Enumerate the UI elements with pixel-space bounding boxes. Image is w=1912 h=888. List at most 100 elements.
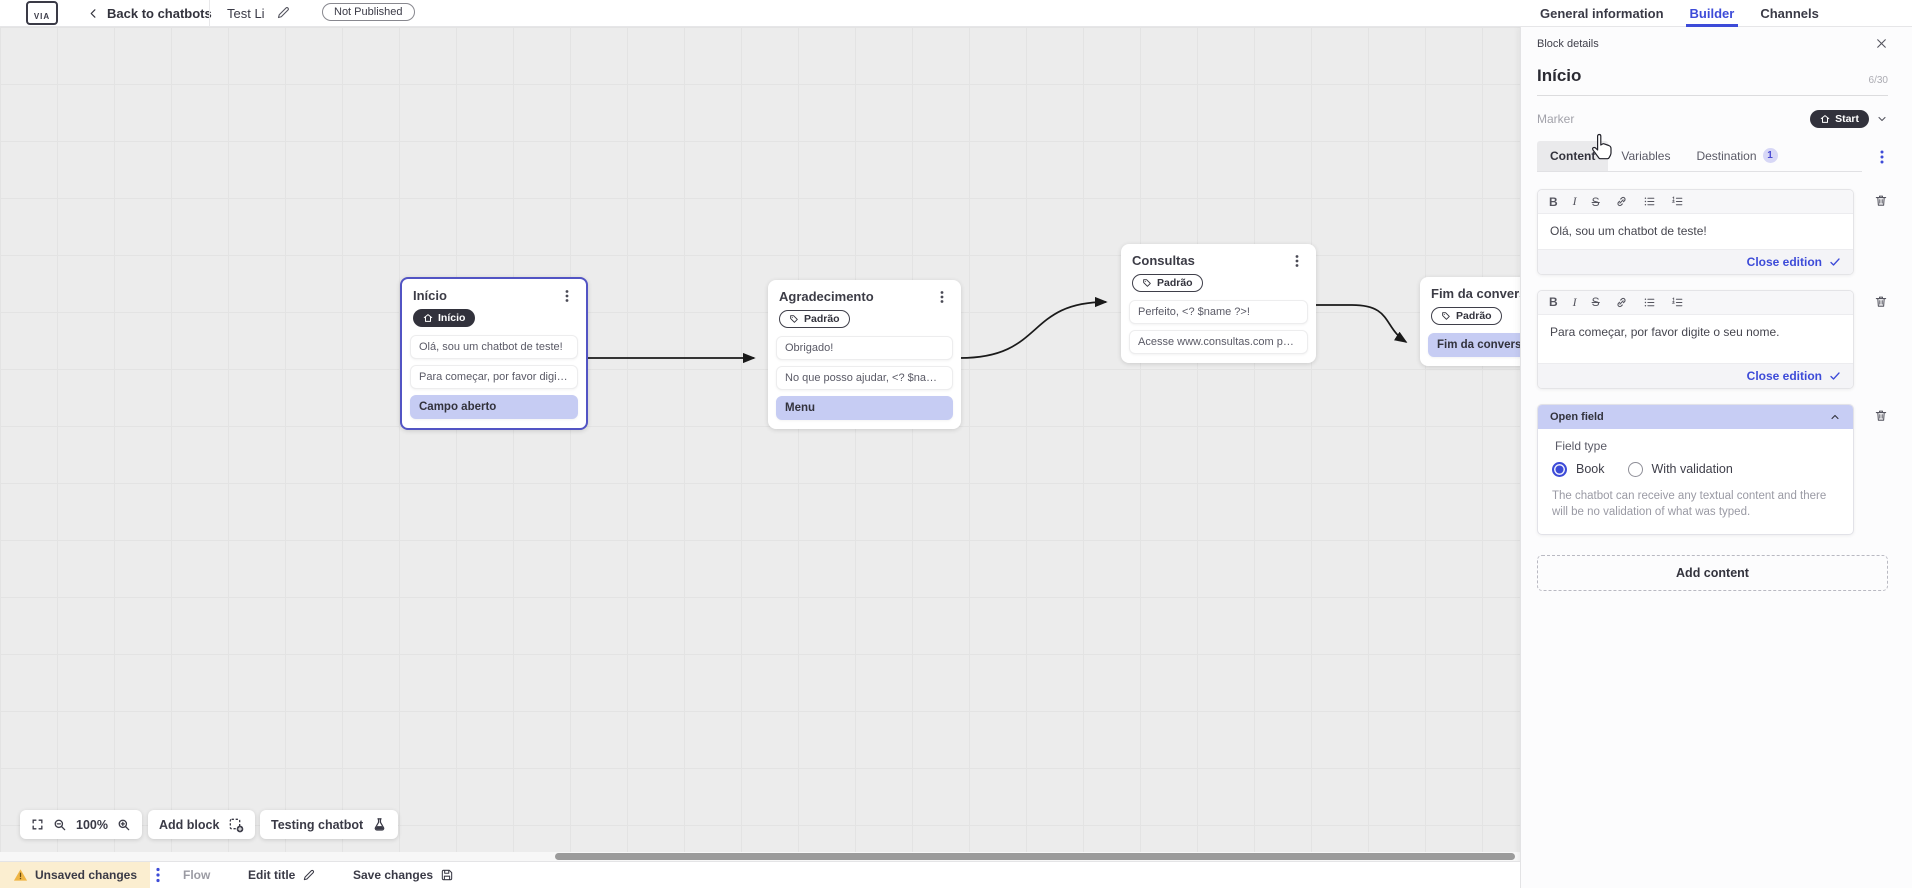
canvas-hscrollbar-thumb[interactable] (555, 853, 1515, 860)
top-bar: VIA Back to chatbots Test Li Not Publish… (0, 0, 1912, 27)
back-to-chatbots-button[interactable]: Back to chatbots (88, 0, 212, 27)
back-to-chatbots-label: Back to chatbots (107, 6, 212, 21)
tab-variables[interactable]: Variables (1608, 141, 1683, 171)
marker-badge-padrao: Padrão (1431, 307, 1502, 325)
bullet-list-icon[interactable] (1643, 195, 1656, 208)
testing-chatbot-button[interactable]: Testing chatbot (260, 810, 399, 839)
add-block-button[interactable]: Add block (148, 810, 256, 839)
radio-book[interactable] (1552, 461, 1567, 477)
link-icon[interactable] (1615, 296, 1628, 309)
close-panel-icon[interactable] (1875, 37, 1888, 50)
save-changes-button[interactable]: Save changes (353, 862, 454, 888)
block-menu-icon[interactable] (934, 290, 950, 304)
block-details-panel: Block details Início 6/30 Marker Start C… (1520, 27, 1912, 888)
block-menu-icon[interactable] (1289, 254, 1305, 268)
canvas-hscrollbar-track (0, 852, 1520, 861)
strikethrough-icon[interactable]: S (1591, 295, 1600, 310)
radio-book-label[interactable]: Book (1576, 462, 1605, 477)
app-logo-text: VIA (33, 12, 51, 21)
edit-title-pencil-icon[interactable] (276, 5, 291, 20)
editor-text[interactable]: Olá, sou um chatbot de teste! (1550, 224, 1707, 238)
editor-toolbar: B I S (1538, 290, 1853, 315)
status-badge: Not Published (322, 3, 415, 21)
char-counter: 6/30 (1868, 75, 1888, 86)
tab-general-information[interactable]: General information (1540, 6, 1664, 21)
tab-channels[interactable]: Channels (1760, 6, 1819, 21)
marker-start-badge: Start (1810, 110, 1869, 128)
flow-label-text: Flow (183, 868, 211, 882)
add-block-icon (228, 817, 244, 833)
block-content-item-menu[interactable]: Menu (776, 396, 953, 420)
bold-icon[interactable]: B (1549, 194, 1558, 209)
zoom-out-icon[interactable] (53, 818, 67, 832)
block-content-item[interactable]: Perfeito, <? $name ?>! (1129, 300, 1308, 324)
flow-view-label[interactable]: Flow (183, 862, 210, 888)
block-content-item-open-field[interactable]: Campo aberto (410, 395, 578, 419)
link-icon[interactable] (1615, 195, 1628, 208)
open-field-title: Open field (1550, 410, 1604, 423)
close-edition-button[interactable]: Close edition (1746, 368, 1822, 383)
chevron-left-icon (88, 8, 99, 19)
strikethrough-icon[interactable]: S (1591, 194, 1600, 209)
unsaved-changes-indicator: Unsaved changes (0, 862, 150, 888)
block-content-item[interactable]: Obrigado! (776, 336, 953, 360)
bullet-list-icon[interactable] (1643, 296, 1656, 309)
field-type-description: The chatbot can receive any textual cont… (1552, 489, 1827, 519)
tab-variables-label: Variables (1621, 148, 1671, 163)
flow-block-consultas[interactable]: Consultas Padrão Perfeito, <? $name ?>! … (1121, 244, 1316, 363)
editor-text[interactable]: Para começar, por favor digite o seu nom… (1550, 324, 1780, 339)
flow-block-inicio[interactable]: Início Início Olá, sou um chatbot de tes… (400, 277, 588, 430)
add-content-button[interactable]: Add content (1537, 554, 1888, 591)
fullscreen-icon[interactable] (31, 818, 44, 831)
open-field-header[interactable]: Open field (1538, 404, 1853, 429)
italic-icon[interactable]: I (1572, 294, 1577, 309)
block-name-input[interactable]: Início 6/30 (1537, 66, 1888, 96)
italic-icon[interactable]: I (1572, 194, 1577, 208)
numbered-list-icon[interactable] (1671, 195, 1684, 208)
edit-title-button[interactable]: Edit title (248, 862, 316, 888)
radio-with-validation-label[interactable]: With validation (1651, 462, 1733, 477)
testing-chatbot-label: Testing chatbot (271, 817, 364, 832)
app-logo: VIA (26, 1, 58, 25)
block-title: Fim da conversa (1431, 286, 1534, 301)
tab-builder[interactable]: Builder (1685, 0, 1739, 27)
flow-block-agradecimento[interactable]: Agradecimento Padrão Obrigado! No que po… (768, 280, 961, 429)
block-menu-icon[interactable] (559, 289, 575, 303)
zoom-in-icon[interactable] (117, 818, 131, 832)
delete-content-icon[interactable] (1874, 294, 1888, 309)
marker-badge-padrao: Padrão (1132, 274, 1203, 292)
marker-start-label: Start (1835, 113, 1859, 125)
numbered-list-icon[interactable] (1671, 296, 1684, 309)
check-icon (1829, 256, 1841, 268)
check-icon (1829, 370, 1841, 382)
statusbar-menu-icon[interactable] (152, 866, 164, 884)
marker-select[interactable]: Start (1810, 110, 1888, 128)
radio-with-validation[interactable] (1627, 461, 1643, 477)
block-title: Consultas (1132, 253, 1195, 268)
block-content-item[interactable]: Olá, sou um chatbot de teste! (410, 335, 578, 359)
edit-title-label: Edit title (248, 868, 296, 882)
marker-label: Marker (1537, 112, 1575, 126)
save-icon (440, 868, 454, 882)
field-type-label: Field type (1555, 438, 1608, 453)
block-content-item[interactable]: No que posso ajudar, <? $name ... (776, 366, 953, 390)
bottom-status-bar: Unsaved changes Flow Edit title Save cha… (0, 861, 1520, 888)
tab-destination[interactable]: Destination 1 (1683, 141, 1790, 171)
marker-row: Marker Start (1537, 110, 1888, 128)
zoom-level: 100% (76, 817, 108, 832)
tab-content[interactable]: Content (1537, 141, 1609, 171)
delete-content-icon[interactable] (1874, 193, 1888, 208)
pencil-icon (302, 868, 316, 882)
bold-icon[interactable]: B (1549, 295, 1558, 310)
delete-open-field-icon[interactable] (1874, 408, 1888, 423)
chatbot-title[interactable]: Test Li (227, 6, 265, 21)
panel-menu-icon[interactable] (1862, 141, 1888, 172)
block-content-item[interactable]: Acesse www.consultas.com par... (1129, 330, 1308, 354)
flow-canvas[interactable] (0, 27, 1520, 888)
tag-icon (1441, 311, 1451, 321)
close-edition-button[interactable]: Close edition (1746, 254, 1822, 269)
block-content-item[interactable]: Para começar, por favor digite o ... (410, 365, 578, 389)
marker-badge-start: Início (413, 309, 476, 327)
add-block-label: Add block (159, 817, 220, 832)
